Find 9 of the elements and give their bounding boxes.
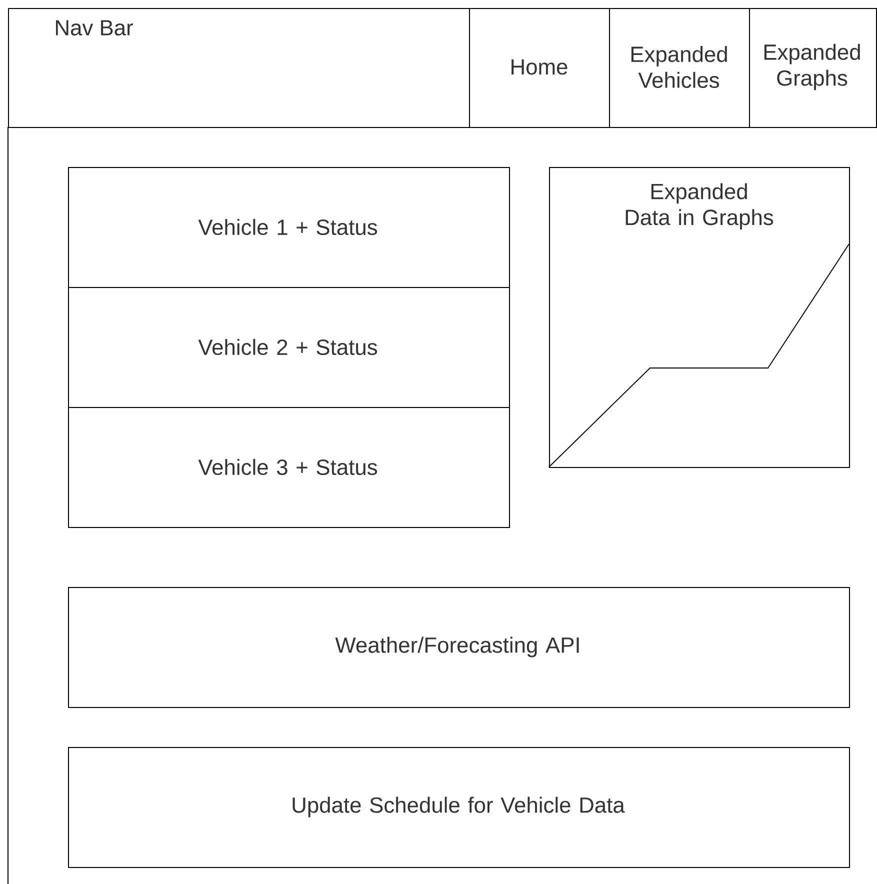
schedule-panel: Update Schedule for Vehicle Data (68, 747, 850, 868)
vehicle-status-box: Vehicle 1 + Status (68, 167, 510, 288)
nav-tab: Home (469, 8, 610, 128)
nav-tab: Expanded Graphs (749, 8, 877, 128)
nav-tab: Expanded Vehicles (609, 8, 750, 128)
vehicle-status-box: Vehicle 2 + Status (68, 287, 510, 408)
graph-panel: Expanded Data in Graphs (549, 167, 850, 468)
api-panel: Weather/Forecasting API (68, 587, 850, 708)
vehicle-status-box: Vehicle 3 + Status (68, 407, 510, 528)
